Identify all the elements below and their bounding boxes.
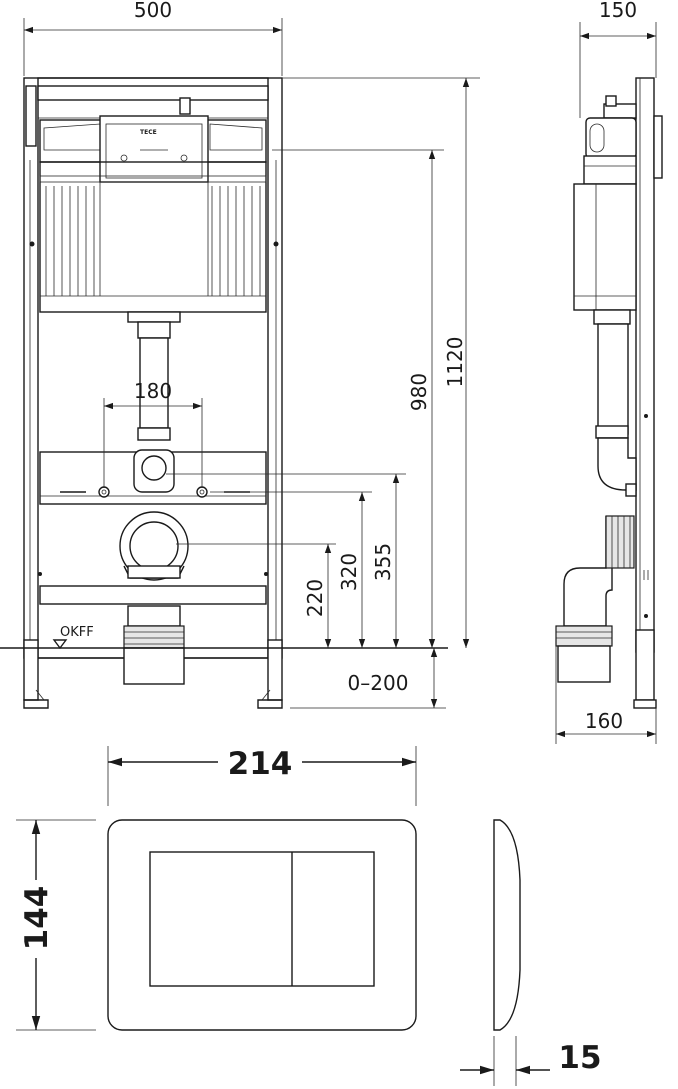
dim-connection-220: 220 — [303, 579, 327, 617]
dim-bolt-spacing: 180 — [134, 379, 172, 403]
cistern-body — [39, 161, 267, 313]
flush-pipe — [139, 337, 169, 429]
flush-plate — [107, 819, 417, 1031]
cistern-ribs-right — [211, 186, 261, 296]
side-view — [555, 77, 663, 709]
dim-side-depth: 160 — [585, 709, 623, 733]
drain-ring — [123, 625, 185, 649]
floor-level-label: OKFF — [60, 625, 94, 640]
dim-plate-height: 144 — [19, 886, 55, 951]
dim-plate-thickness: 15 — [558, 1040, 601, 1076]
cistern-brand-text: TECE — [140, 129, 157, 136]
dim-frame-depth: 150 — [599, 0, 637, 22]
front-dimensions: 500 1120 980 180 355 320 220 0–200 — [23, 0, 480, 709]
flush-plate-profile — [493, 819, 521, 1031]
flush-plate-side — [493, 819, 521, 1031]
side-cistern — [573, 183, 637, 311]
dim-frame-width: 500 — [134, 0, 172, 22]
dim-frame-height: 1120 — [443, 337, 467, 388]
side-frame-post — [635, 77, 655, 653]
side-drain-bend — [563, 515, 613, 627]
side-flush-pipe — [597, 323, 629, 435]
floor-symbol — [52, 639, 68, 650]
dim-cistern-height: 980 — [407, 373, 431, 411]
flush-buttons-area — [149, 851, 375, 987]
cistern-ribs-left — [45, 186, 95, 296]
plate-dimensions: 214 144 15 — [16, 746, 602, 1086]
dim-plate-width: 214 — [228, 746, 293, 782]
dim-connection-320: 320 — [337, 553, 361, 591]
actuation-module — [99, 115, 209, 183]
dim-leg-adjust: 0–200 — [348, 671, 409, 695]
flush-plate-front — [107, 819, 417, 1031]
side-dimensions: 150 160 — [555, 0, 657, 744]
dim-connection-355: 355 — [371, 543, 395, 581]
drain-connector — [129, 521, 179, 571]
front-view: TECE — [0, 77, 448, 709]
